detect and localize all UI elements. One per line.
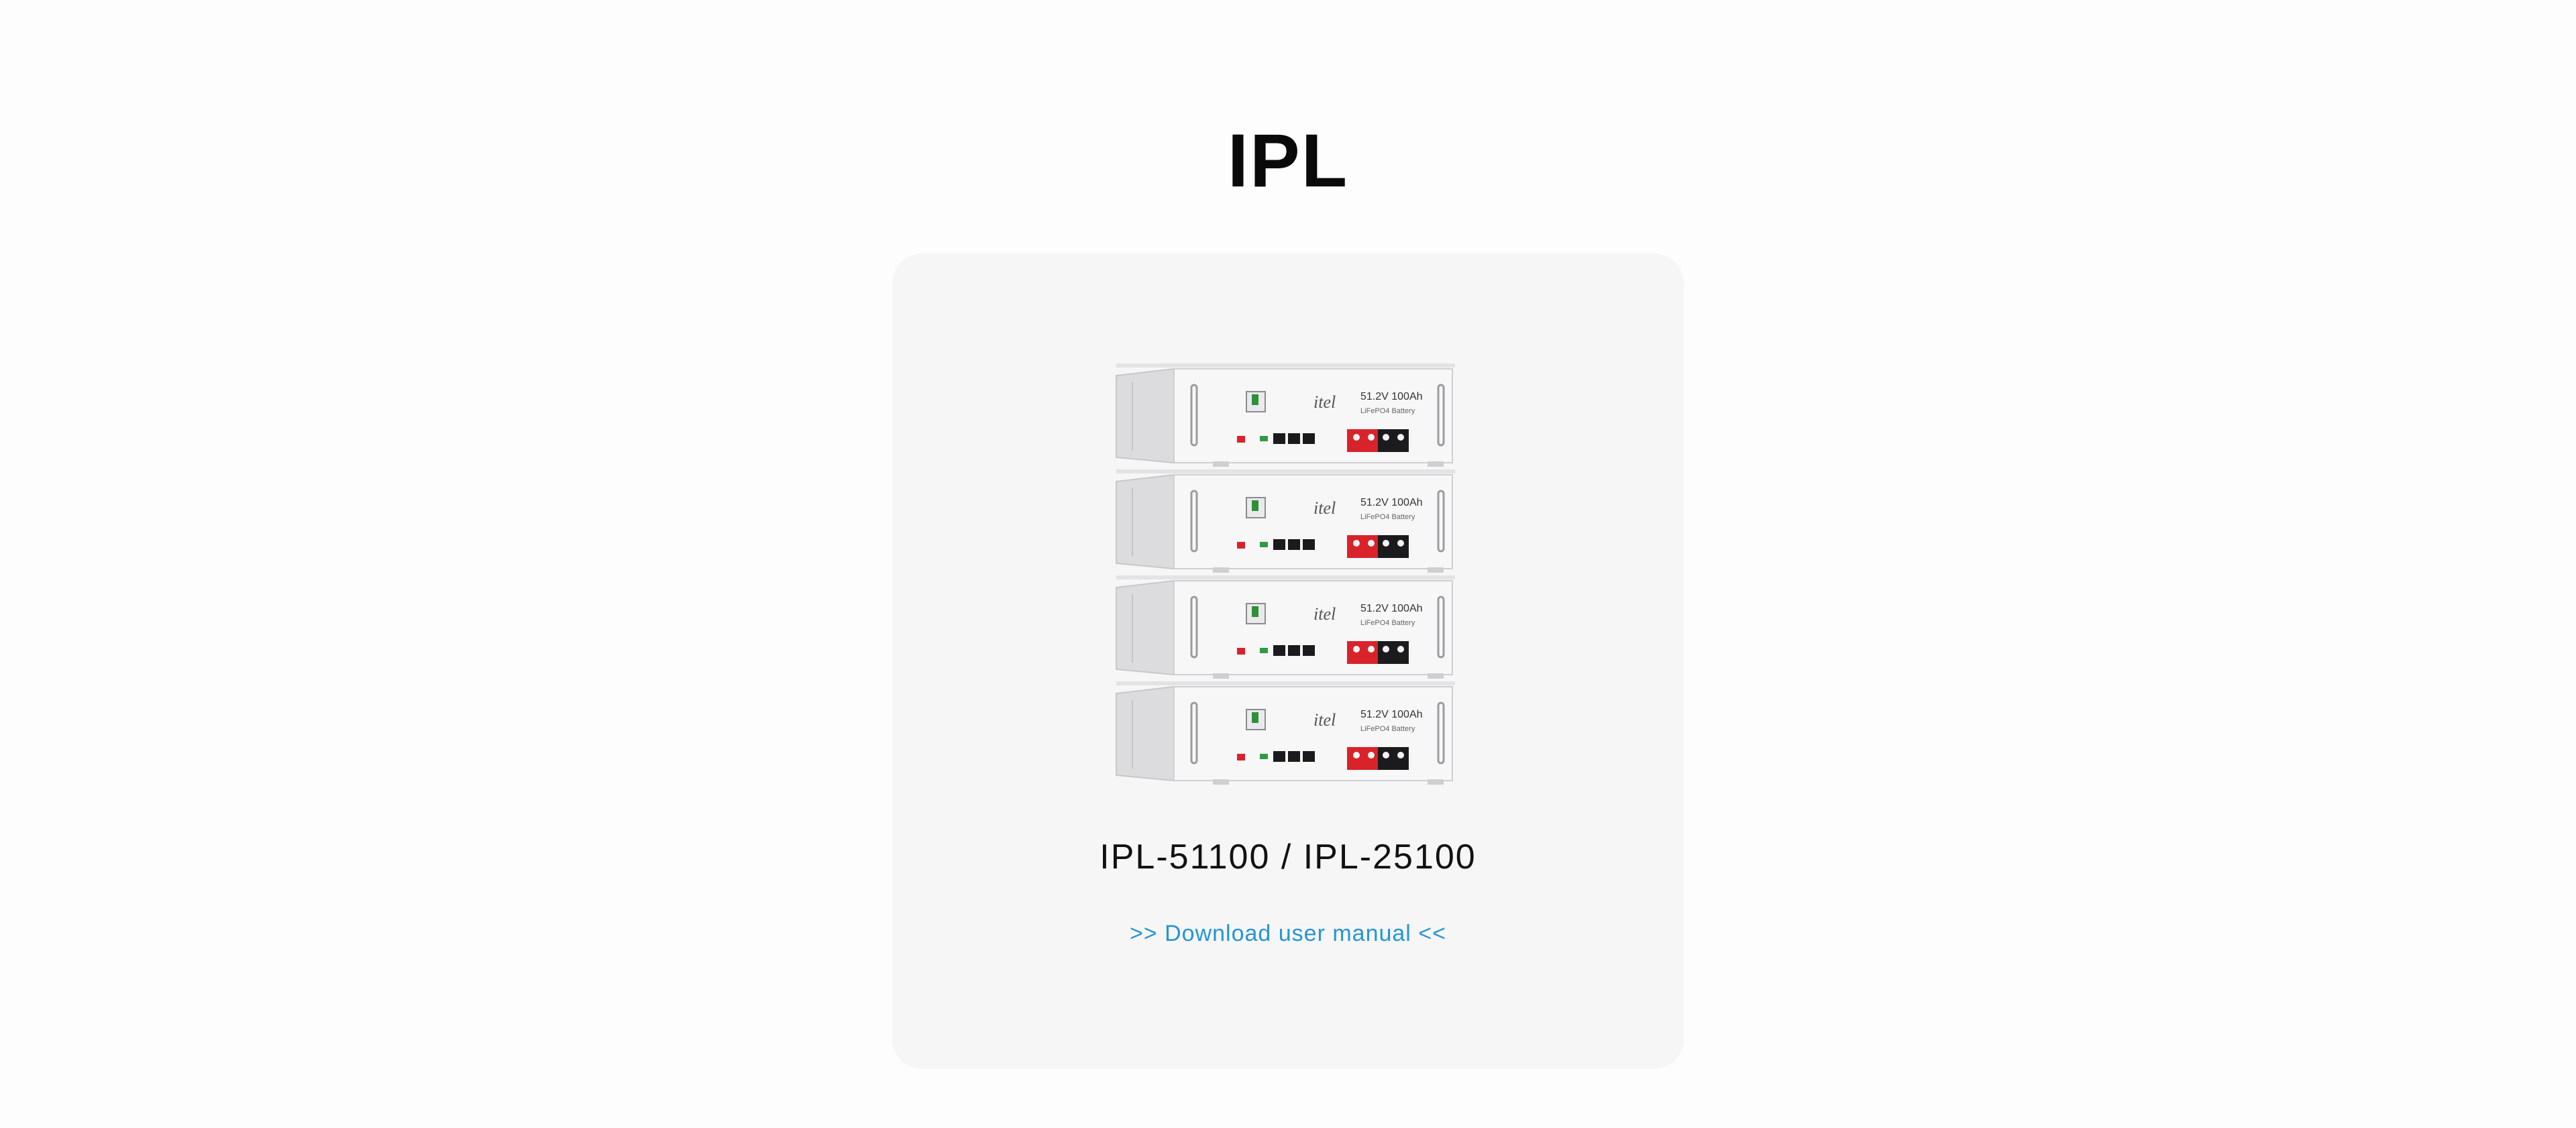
- module-chemistry-label: LiFePO4 Battery: [1360, 407, 1415, 415]
- module-spec-label: 51.2V 100Ah: [1360, 391, 1423, 402]
- module-spec-label: 51.2V 100Ah: [1360, 603, 1423, 614]
- itel-logo: itel: [1313, 498, 1336, 518]
- module-chemistry-label: LiFePO4 Battery: [1360, 725, 1415, 733]
- module-chemistry-label: LiFePO4 Battery: [1360, 619, 1415, 627]
- page-title: IPL: [1227, 119, 1349, 203]
- itel-logo: itel: [1313, 604, 1336, 624]
- download-manual-link[interactable]: >> Download user manual <<: [1129, 921, 1447, 946]
- product-name: IPL-51100 / IPL-25100: [1099, 838, 1477, 877]
- module-chemistry-label: LiFePO4 Battery: [1360, 513, 1415, 521]
- itel-logo: itel: [1313, 392, 1336, 412]
- module-spec-label: 51.2V 100Ah: [1360, 497, 1423, 508]
- itel-logo: itel: [1313, 710, 1336, 730]
- module-spec-label: 51.2V 100Ah: [1360, 709, 1423, 720]
